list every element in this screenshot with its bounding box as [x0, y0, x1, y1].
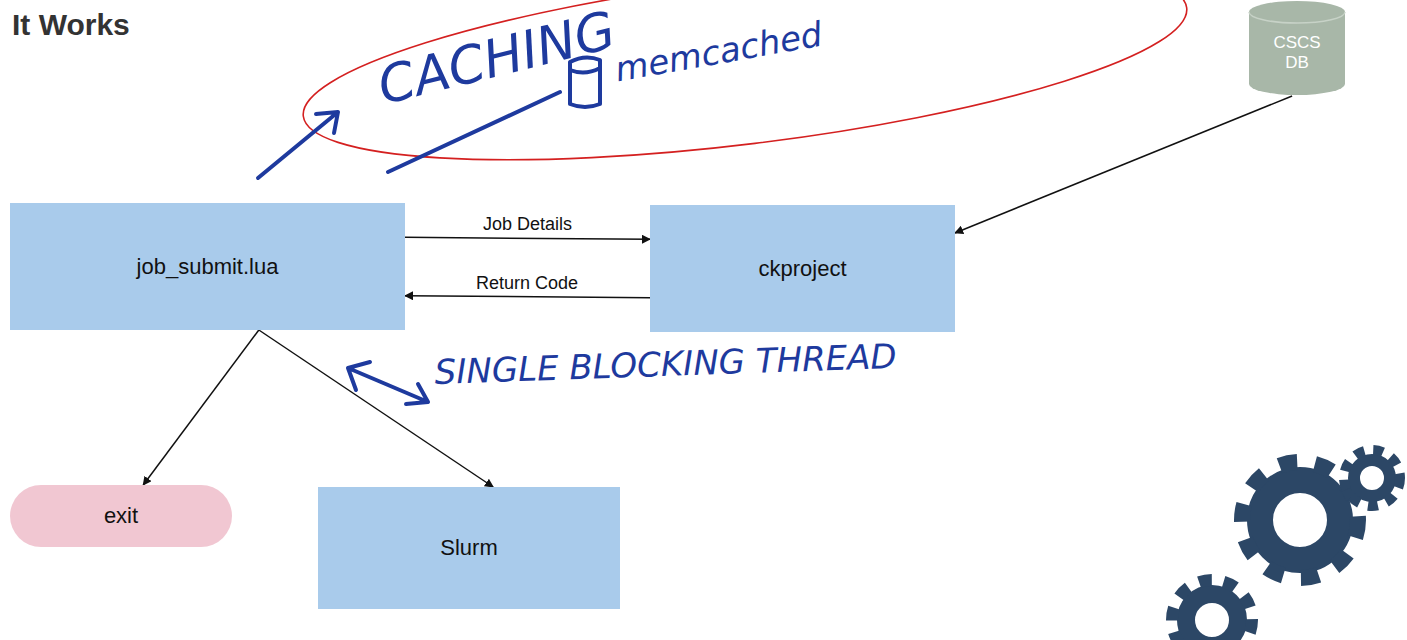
terminal-pill: exit	[10, 485, 232, 547]
hand-arrow	[258, 112, 338, 178]
node-text: job_submit.lua	[137, 254, 279, 280]
connector-arrow	[405, 296, 650, 298]
node-text: exit	[104, 503, 138, 529]
handwritten-note: memcached	[612, 14, 825, 90]
connector-arrow	[405, 237, 650, 239]
edge-label: Job Details	[480, 214, 575, 235]
connector-arrow	[955, 96, 1292, 233]
node-text: ckproject	[758, 256, 846, 282]
process-box: Slurm	[318, 487, 620, 609]
database-cylinder: CSCS DB	[1248, 0, 1346, 96]
edge-label: Return Code	[473, 273, 581, 294]
handwritten-note: SINGLE BLOCKING THREAD	[434, 336, 897, 392]
gears-icon	[1172, 450, 1400, 640]
process-box: job_submit.lua	[10, 203, 405, 330]
connector-arrow	[143, 330, 259, 485]
node-text: CSCS DB	[1267, 33, 1327, 72]
handwritten-note: CACHING	[372, 0, 621, 116]
node-text: Slurm	[440, 535, 497, 561]
slide-title: It Works	[12, 8, 130, 42]
red-ellipse	[293, 0, 1196, 198]
process-box: ckproject	[650, 205, 955, 332]
